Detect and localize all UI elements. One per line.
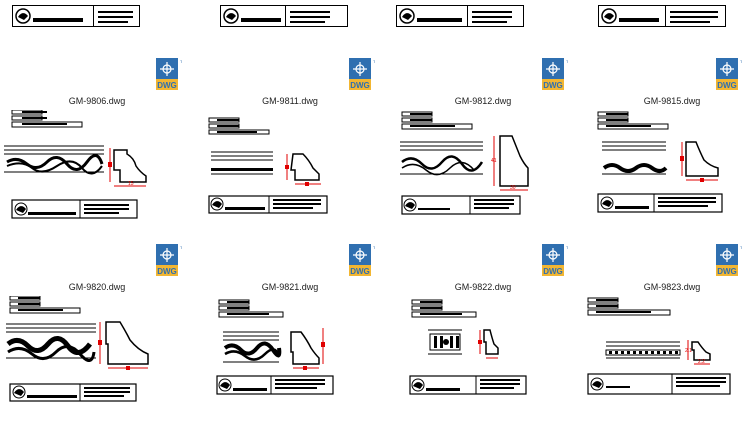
svg-text:DWG: DWG (157, 267, 177, 276)
drawing-preview: 2.1 2.2 (587, 297, 731, 395)
dwg-file-icon: DWG TM (716, 58, 742, 90)
drawing-preview (208, 117, 328, 214)
file-name: GM-9812.dwg (454, 96, 512, 106)
svg-text:30: 30 (510, 185, 516, 191)
file-name: GM-9823.dwg (643, 282, 701, 292)
svg-text:TM: TM (566, 245, 568, 250)
svg-text:TM: TM (740, 245, 742, 250)
drawing-preview (597, 111, 723, 213)
file-tile[interactable]: DWG TM GM-9812.dwg 41 30 (388, 58, 578, 243)
svg-text:DWG: DWG (717, 267, 737, 276)
file-name: GM-9806.dwg (68, 96, 126, 106)
file-name: GM-9815.dwg (643, 96, 701, 106)
svg-text:TM: TM (373, 59, 375, 64)
file-name: GM-9820.dwg (68, 282, 126, 292)
file-name: GM-9821.dwg (261, 282, 319, 292)
drawing-preview: 15 (4, 110, 147, 219)
svg-text:2.1: 2.1 (685, 348, 692, 354)
svg-text:TM: TM (373, 245, 375, 250)
logo-icon (399, 8, 415, 24)
svg-text:TM: TM (566, 59, 568, 64)
svg-text:DWG: DWG (543, 267, 563, 276)
file-tile[interactable]: DWG TM GM-9821.dwg (195, 244, 385, 429)
svg-text:DWG: DWG (543, 81, 563, 90)
drawing-preview (409, 299, 527, 395)
svg-text:TM: TM (180, 59, 182, 64)
dwg-file-icon: DWG TM (542, 244, 568, 276)
file-tile[interactable]: DWG TM GM-9815.dwg (562, 58, 750, 243)
svg-text:DWG: DWG (157, 81, 177, 90)
dwg-file-icon: DWG TM (542, 58, 568, 90)
logo-icon (15, 8, 31, 24)
dwg-file-icon: DWG TM (156, 58, 182, 90)
svg-text:2.2: 2.2 (698, 359, 705, 365)
svg-text:15: 15 (128, 181, 134, 187)
file-tile[interactable]: DWG TM GM-9823.dwg 2.1 2.2 (562, 244, 750, 429)
drawing-preview (6, 296, 149, 402)
file-tile[interactable]: DWG TM GM-9820.dwg (2, 244, 192, 429)
thumbnail-title-block[interactable] (396, 5, 524, 27)
file-tile[interactable]: DWG TM GM-9822.dwg (388, 244, 578, 429)
file-name: GM-9811.dwg (262, 96, 318, 106)
svg-text:41: 41 (491, 158, 497, 164)
logo-icon (601, 8, 617, 24)
svg-text:TM: TM (740, 59, 742, 64)
drawing-preview: 41 30 (400, 111, 529, 215)
file-tile[interactable]: DWG TM GM-9806.dwg 15 (2, 58, 192, 243)
svg-text:DWG: DWG (350, 81, 370, 90)
logo-icon (223, 8, 239, 24)
svg-text:DWG: DWG (350, 267, 370, 276)
dwg-file-icon: DWG TM (349, 244, 375, 276)
thumbnail-title-block[interactable] (12, 5, 140, 27)
dwg-file-icon: DWG TM (156, 244, 182, 276)
drawing-preview (216, 299, 334, 395)
file-name: GM-9822.dwg (454, 282, 512, 292)
dwg-file-icon: DWG TM (349, 58, 375, 90)
thumbnail-title-block[interactable] (220, 5, 348, 27)
svg-text:TM: TM (180, 245, 182, 250)
dwg-file-icon: DWG TM (716, 244, 742, 276)
thumbnail-title-block[interactable] (598, 5, 726, 27)
svg-text:DWG: DWG (717, 81, 737, 90)
file-tile[interactable]: DWG TM GM-9811.dwg (195, 58, 385, 243)
